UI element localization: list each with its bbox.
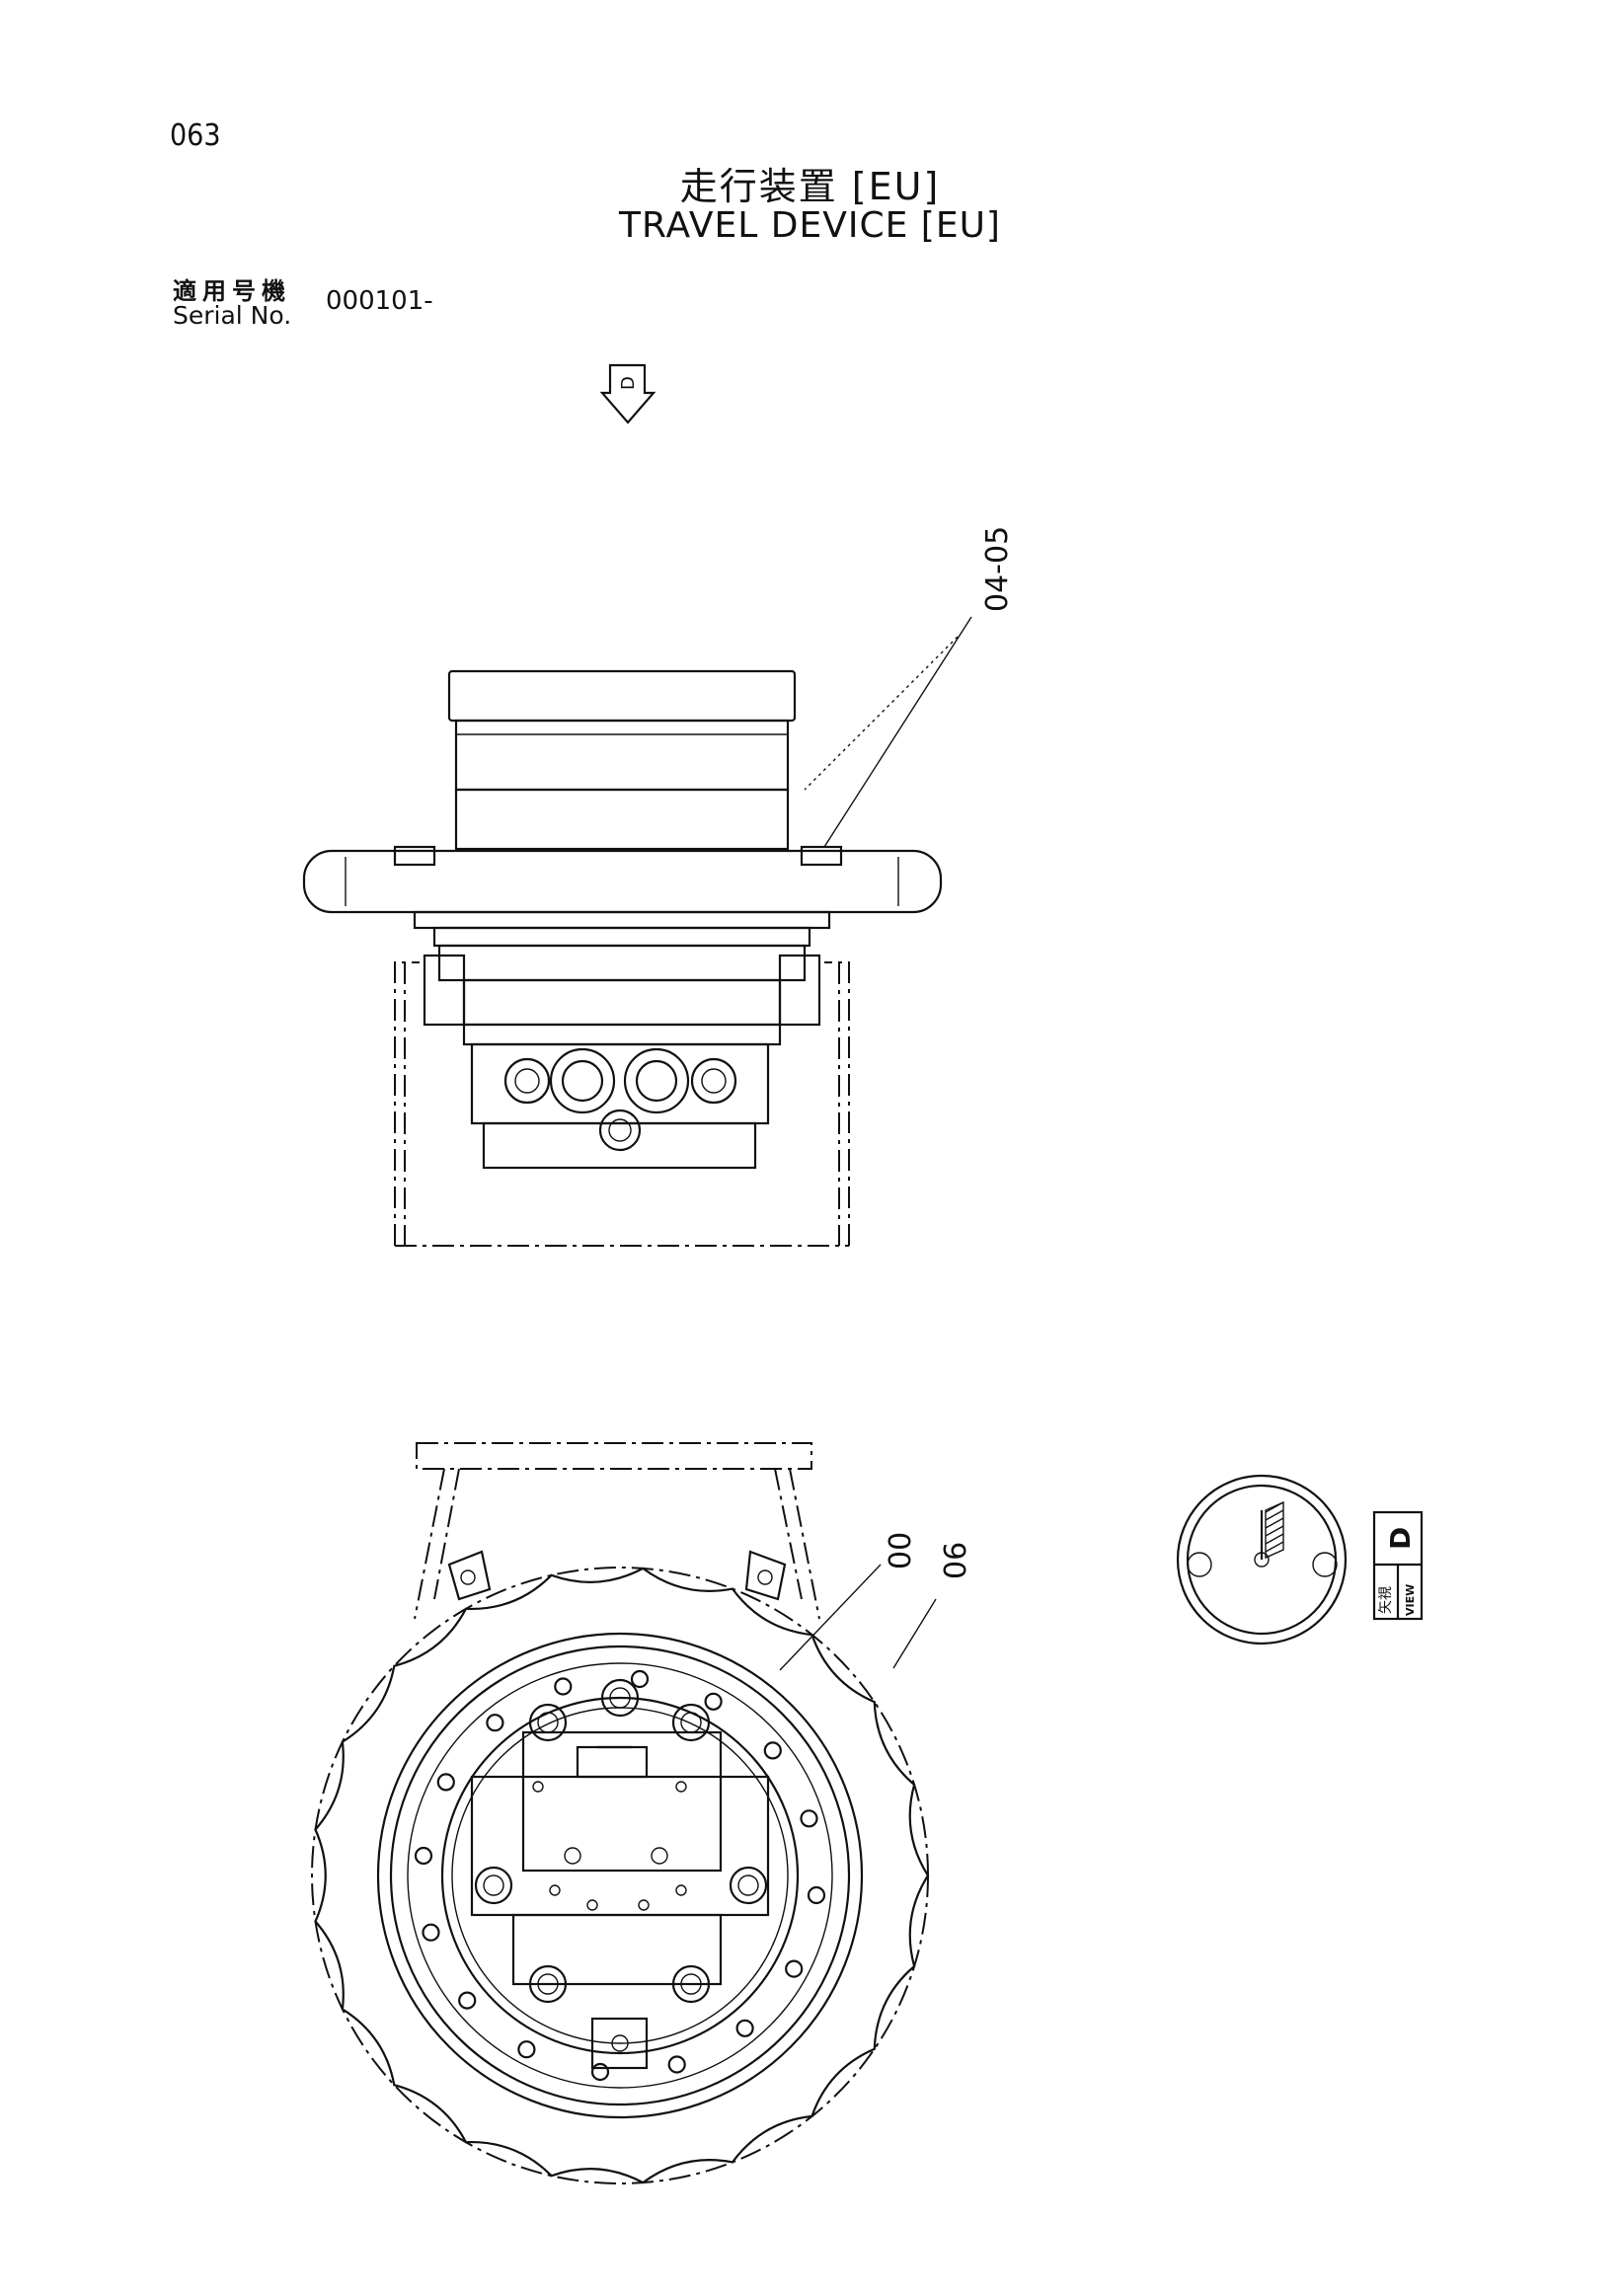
ring-bolt-hole (667, 2055, 686, 2074)
view-d-inset (1176, 1474, 1348, 1645)
ring-bolt-hole (422, 1923, 440, 1942)
ring-bolt-hole (807, 1885, 826, 1905)
ring-bolt-hole (486, 1714, 504, 1732)
page-number: 063 (170, 118, 221, 153)
ring-bolt-hole (704, 1692, 723, 1711)
callout-06: 06 (939, 1542, 973, 1579)
side-view (302, 616, 972, 1247)
hex-bolt (671, 1703, 711, 1742)
ring-bolt-hole (763, 1741, 782, 1760)
ring-bolt-hole (436, 1773, 455, 1792)
callout-00: 00 (884, 1532, 918, 1569)
hex-bolt (474, 1866, 513, 1905)
ring-bolt-hole (735, 2019, 754, 2037)
title-english: TRAVEL DEVICE [EU] (619, 205, 1001, 246)
ring-bolt-hole (590, 2062, 610, 2082)
view-box-kanji: 矢視 (1378, 1586, 1394, 1614)
view-d-label-box: 矢視 VIEW D (1372, 1510, 1424, 1621)
hex-bolt (528, 1964, 568, 2004)
view-arrow-d: D (599, 363, 656, 424)
front-view (311, 1442, 937, 2184)
ring-bolt-hole (785, 1959, 804, 1978)
ring-bolt-hole (414, 1846, 433, 1866)
view-arrow-letter: D (618, 376, 639, 390)
hex-bolt (671, 1964, 711, 2004)
ring-bolt-hole (630, 1669, 650, 1689)
ring-bolt-hole (800, 1809, 818, 1828)
hex-bolt (600, 1678, 640, 1718)
view-box-letter: D (1384, 1527, 1417, 1550)
serial-label-english: Serial No. (173, 301, 292, 330)
sprocket-teeth (314, 1567, 930, 2184)
view-box-view: VIEW (1404, 1584, 1417, 1616)
serial-value: 000101- (326, 286, 433, 316)
ring-bolt-hole (458, 1991, 477, 2010)
hex-bolt (729, 1866, 768, 1905)
title-japanese: 走行装置 [EU] (679, 165, 941, 208)
ring-bolt-hole (554, 1677, 573, 1696)
ring-bolt-hole (517, 2040, 536, 2059)
hex-bolt (528, 1703, 568, 1742)
callout-04-05: 04-05 (980, 526, 1015, 612)
serial-label-japanese: 適用号機 (173, 277, 291, 305)
